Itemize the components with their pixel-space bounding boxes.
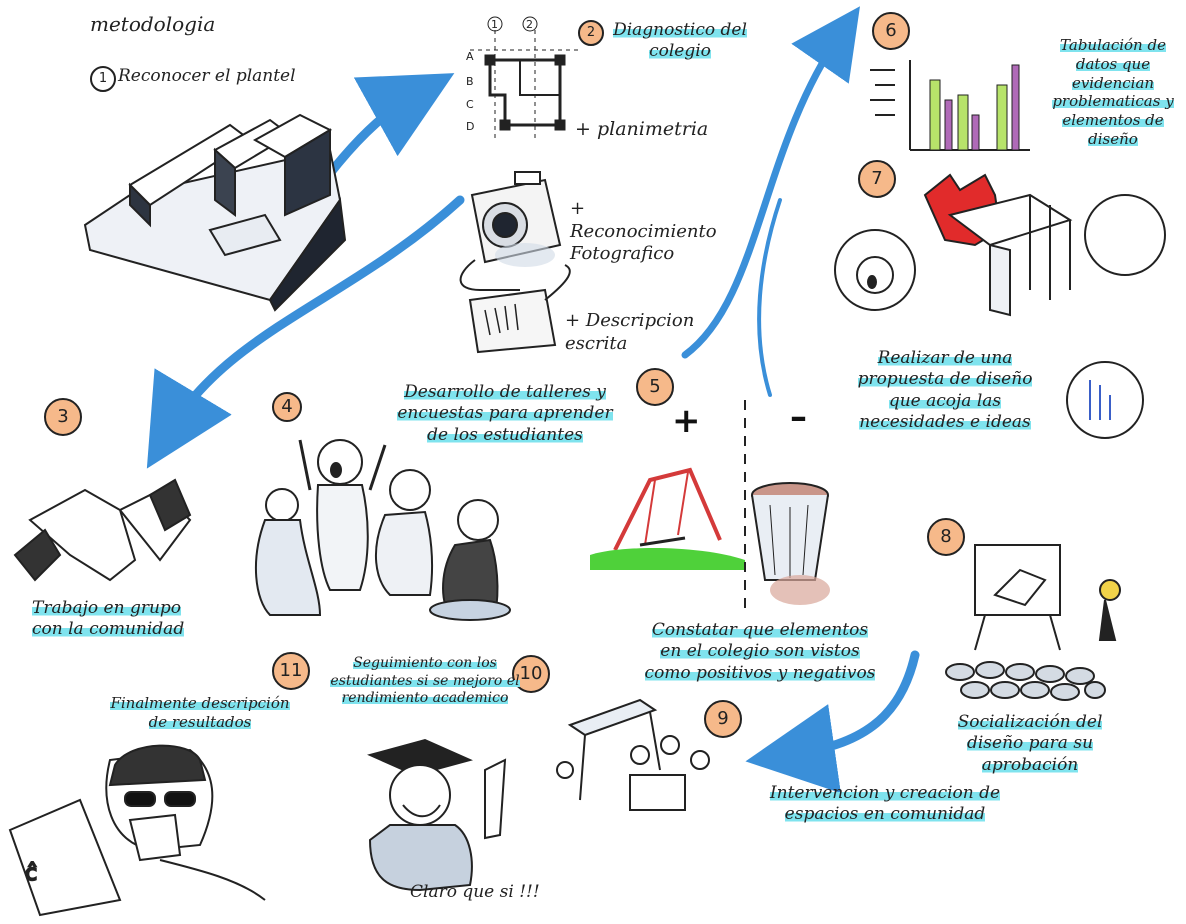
presentation-sketch [945, 544, 1121, 701]
step-11-label: Finalmente descripción de resultados [110, 694, 290, 731]
bar-chart-sketch [870, 60, 1030, 151]
arrow-2-to-3 [146, 195, 465, 469]
step-9-number: 9 [704, 700, 742, 738]
paper-sketch [468, 264, 571, 354]
step-7-label: Realizar de una propuesta de diseño que … [857, 348, 1033, 432]
step-11-number: 11 [272, 652, 310, 690]
step-7-number: 7 [858, 160, 896, 198]
plan-mark-B: B [466, 75, 474, 88]
plan-mark-C: C [466, 98, 474, 111]
step-1-label: Reconocer el plantel [118, 66, 296, 86]
plan-axis-markers: 1 2 A B C D [466, 16, 538, 133]
plan-mark-2: 2 [526, 18, 533, 31]
step-3-number: 3 [44, 398, 82, 436]
construction-sketch [556, 698, 710, 811]
step-4-label: Desarrollo de talleres y encuestas para … [397, 382, 613, 445]
step-4-number: 4 [272, 392, 302, 422]
step-8-label: Socialización del diseño para su aprobac… [957, 712, 1103, 775]
exclamation-text: Claro que si !!! [410, 882, 540, 902]
school-building-sketch [83, 113, 347, 312]
students-sketch [255, 439, 511, 621]
person-with-laptop-sketch: ĉ [8, 744, 266, 917]
plus-minus-signs: + – [672, 397, 807, 441]
diagnostic-item-planimetria: + planimetria [575, 118, 709, 140]
step-6-number: 6 [872, 12, 910, 50]
step-8-number: 8 [927, 518, 965, 556]
arrow-5-up [757, 198, 782, 397]
diagnostic-item-description: + Descripcion escrita [565, 310, 695, 354]
step-2-number: 2 [578, 20, 604, 46]
floor-plan-sketch [470, 30, 580, 140]
plan-mark-A: A [466, 50, 474, 63]
step-5-label: Constatar que elementos en el colegio so… [644, 620, 876, 683]
step-10-number: 10 [512, 655, 550, 693]
step-10-label: Seguimiento con los estudiantes si se me… [330, 655, 520, 706]
step-5-number: 5 [636, 368, 674, 406]
plan-mark-1: 1 [491, 18, 498, 31]
camera-sketch [459, 171, 562, 291]
diagnostic-item-photo: + Reconocimiento Fotografico [570, 198, 717, 264]
step-1-number: 1 [90, 66, 116, 92]
step-6-label: Tabulación de datos que evidencian probl… [1052, 36, 1174, 148]
arrow-8-to-9 [745, 650, 920, 794]
arrow-5-to-6 [681, 6, 860, 359]
design-proposal-sketch [834, 173, 1166, 439]
grass-patch [590, 548, 745, 570]
diagram-title: metodologia [90, 12, 216, 36]
step-9-label: Intervencion y creacion de espacios en c… [769, 783, 1001, 825]
step-3-label: Trabajo en grupo con la comunidad [32, 598, 185, 640]
minus-sign: – [790, 397, 807, 437]
plus-sign: + [672, 401, 701, 441]
plan-mark-D: D [466, 120, 474, 133]
handshake-sketch [13, 478, 192, 582]
swing-sketch [613, 467, 722, 551]
svg-text:ĉ: ĉ [25, 861, 37, 886]
graduate-sketch [367, 738, 507, 892]
trash-can-sketch [751, 482, 830, 605]
step-2-label: Diagnostico del colegio [613, 20, 747, 62]
